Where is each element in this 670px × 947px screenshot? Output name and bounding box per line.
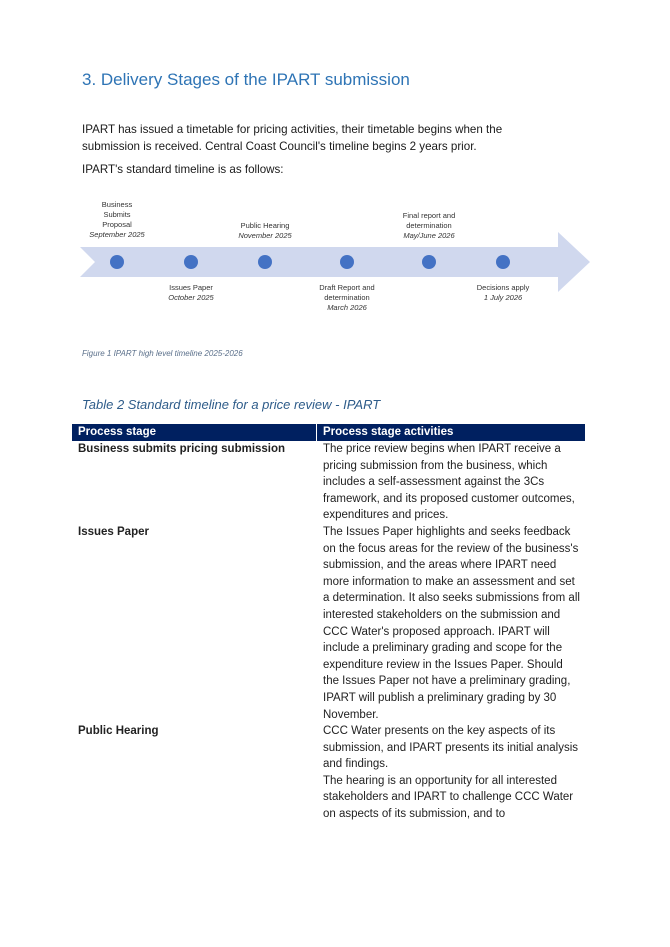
table-row: Business submits pricing submission The …	[72, 441, 585, 524]
intro-paragraph: IPART has issued a timetable for pricing…	[82, 123, 503, 153]
milestone-text-line: Final report and	[402, 211, 456, 220]
milestone-final-report-label: Final report and determination May/June …	[374, 211, 484, 241]
milestone-decisions-apply-label: Decisions apply 1 July 2026	[448, 283, 558, 303]
table-header-row: Process stage Process stage activities	[72, 424, 585, 441]
section-heading: 3. Delivery Stages of the IPART submissi…	[82, 70, 410, 89]
milestone-date: March 2026	[327, 303, 367, 312]
milestone-date: October 2025	[168, 293, 214, 302]
activities-text: The price review begins when IPART recei…	[323, 443, 575, 522]
table-row: Issues Paper The Issues Paper highlights…	[72, 524, 585, 723]
milestone-text-line: determination	[406, 221, 452, 230]
header-process-stage-activities: Process stage activities	[323, 426, 454, 438]
stage-cell: Business submits pricing submission	[78, 443, 286, 455]
timeline-figure: Business Submits Proposal September 2025…	[80, 195, 595, 320]
header-process-stage: Process stage	[72, 424, 317, 441]
milestone-text-line: Business	[101, 200, 133, 209]
milestone-text-line: Decisions apply	[476, 283, 530, 292]
activities-cell: The price review begins when IPART recei…	[317, 441, 585, 524]
milestone-date: May/June 2026	[403, 231, 455, 240]
milestone-public-hearing-label: Public Hearing November 2025	[210, 221, 320, 241]
activities-cell: CCC Water presents on the key aspects of…	[317, 723, 585, 823]
milestone-date: 1 July 2026	[483, 293, 523, 302]
activities-text: The hearing is an opportunity for all in…	[323, 774, 574, 821]
milestone-date: November 2025	[238, 231, 292, 240]
activities-text: CCC Water presents on the key aspects of…	[323, 725, 579, 771]
milestone-dot	[496, 255, 510, 269]
milestone-dot	[110, 255, 124, 269]
milestone-text-line: Proposal	[102, 220, 132, 229]
table-row: Public Hearing CCC Water presents on the…	[72, 723, 585, 823]
process-stage-table: Process stage Process stage activities B…	[72, 424, 585, 823]
milestone-issues-paper-label: Issues Paper October 2025	[136, 283, 246, 303]
timeline-arrow-graphic	[80, 232, 590, 292]
milestone-business-submits-label: Business Submits Proposal September 2025	[62, 200, 172, 240]
milestone-draft-report-label: Draft Report and determination March 202…	[292, 283, 402, 313]
milestone-text-line: Public Hearing	[240, 221, 290, 230]
table-title: Table 2 Standard timeline for a price re…	[82, 397, 381, 412]
milestone-text-line: Draft Report and	[319, 283, 375, 292]
timeline-intro-paragraph: IPART's standard timeline is as follows:	[82, 163, 284, 176]
timeline-arrow	[80, 232, 590, 292]
milestone-text-line: Submits	[103, 210, 131, 219]
activities-cell: The Issues Paper highlights and seeks fe…	[317, 524, 585, 723]
milestone-text-line: determination	[324, 293, 370, 302]
milestone-date: September 2025	[89, 230, 145, 239]
milestone-dot	[422, 255, 436, 269]
milestone-dot	[184, 255, 198, 269]
figure-caption: Figure 1 IPART high level timeline 2025-…	[82, 349, 243, 358]
milestone-text-line: Issues Paper	[169, 283, 213, 292]
stage-cell: Issues Paper	[78, 525, 149, 538]
milestone-dot	[258, 255, 272, 269]
activities-text: The Issues Paper highlights and seeks fe…	[323, 525, 580, 721]
milestone-dot	[340, 255, 354, 269]
stage-cell: Public Hearing	[78, 725, 159, 738]
